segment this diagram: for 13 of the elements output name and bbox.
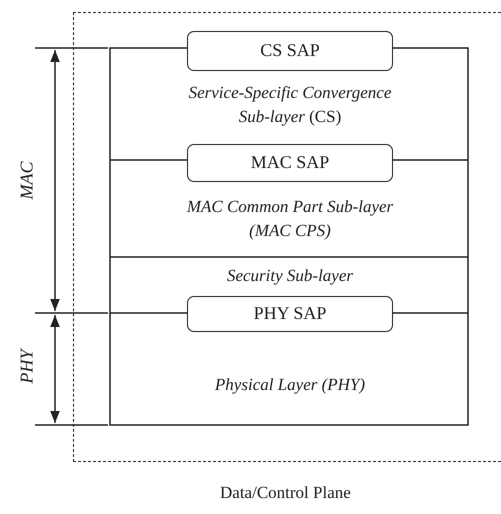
dimension-label: MAC [16, 162, 38, 200]
access-point-box [187, 31, 393, 71]
access-point-box [187, 296, 393, 332]
layer-name: Physical Layer (PHY) [214, 374, 366, 396]
dimension-label: PHY [16, 350, 38, 384]
layer-name: Security Sub-layer [226, 265, 354, 287]
access-point-name: CS SAP [260, 40, 320, 60]
layer-name: MAC Common Part Sub-layer (MAC CPS) [186, 196, 394, 242]
access-point-box [187, 144, 393, 182]
frame-title: Data/Control Plane [220, 483, 351, 503]
access-point-name: MAC SAP [250, 152, 330, 172]
layer-name: Service-Specific Convergence Sub-layer (CS) [188, 82, 392, 128]
access-point-name: PHY SAP [254, 303, 326, 323]
